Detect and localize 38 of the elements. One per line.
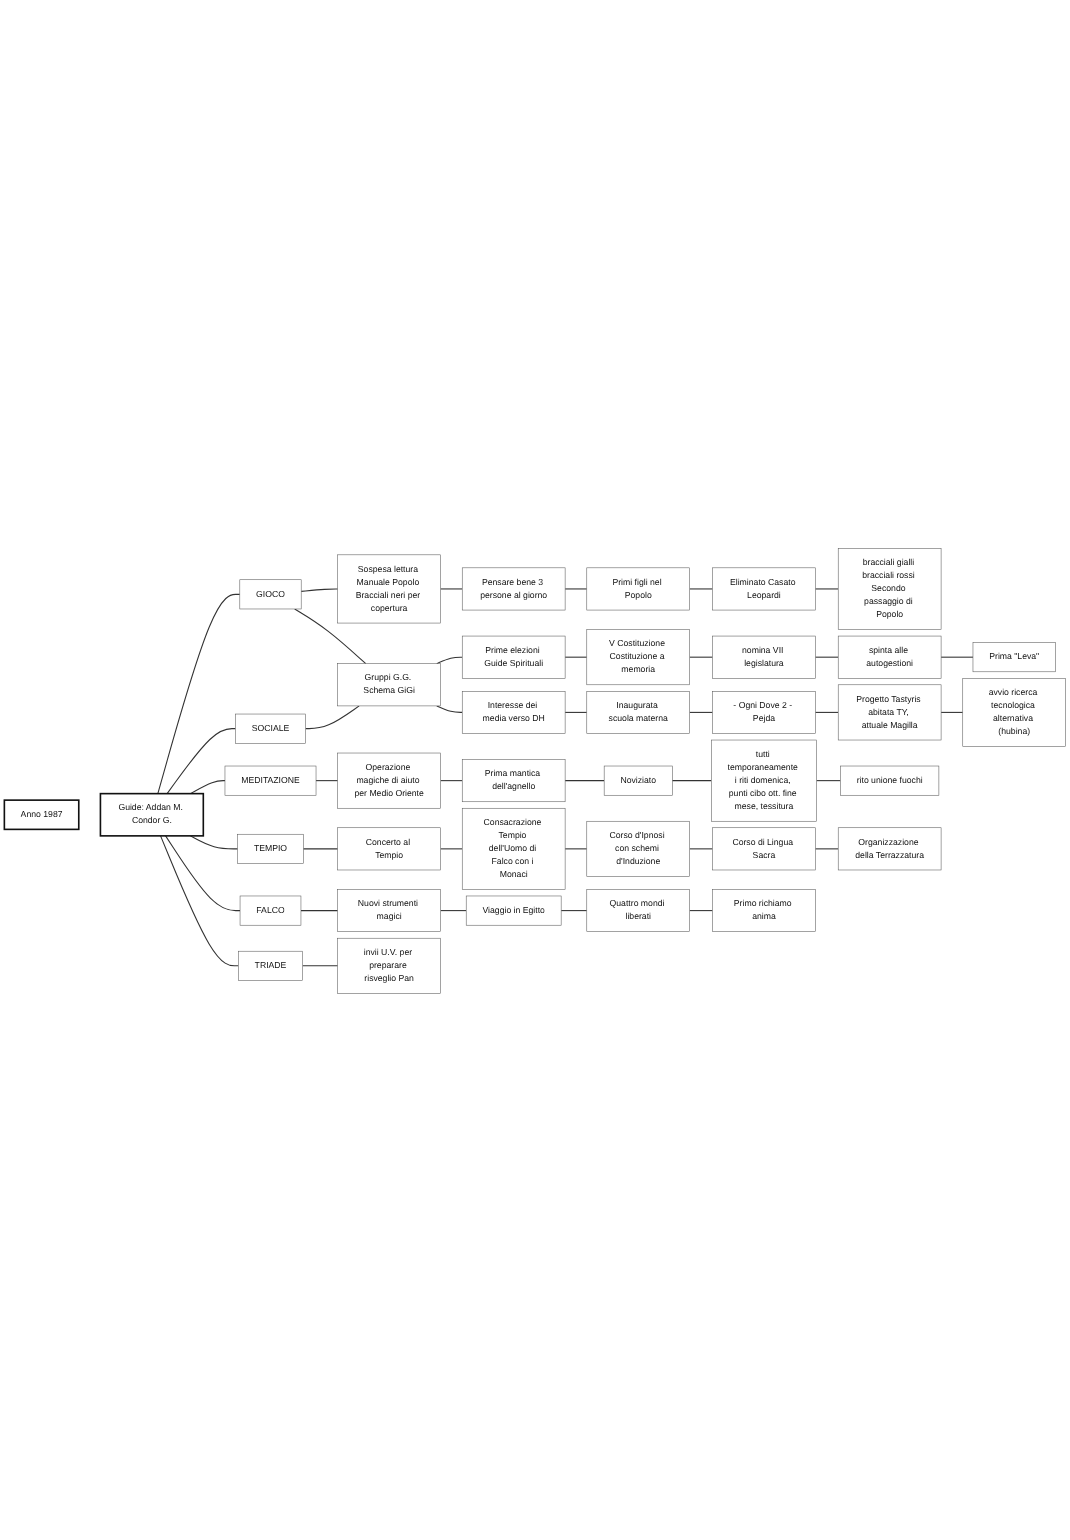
connector [440,847,463,849]
connector [302,964,339,966]
connector [440,779,463,781]
connector [564,710,588,713]
connector [564,847,588,849]
connector [560,909,588,911]
connector [814,587,839,589]
connector [157,592,241,794]
connector [166,727,236,794]
connector [189,779,226,794]
connector [689,909,714,911]
connector [814,655,839,657]
connector [689,847,714,849]
connector [300,909,339,911]
connector [564,779,605,781]
connector [689,587,714,589]
connector [689,710,714,713]
connector [440,587,463,589]
connector [564,587,588,589]
connector [814,847,839,849]
connector [564,655,588,657]
connector [304,704,360,729]
connector [689,655,714,657]
connector [294,607,367,664]
connector [436,655,463,664]
connector [671,779,712,781]
connector [940,655,974,657]
connector [440,909,467,911]
connector [814,710,839,713]
connector [300,587,339,592]
connector [816,779,841,781]
connector [160,834,239,966]
connector [165,834,241,911]
connector [189,834,239,849]
connector [940,710,964,713]
connector [315,779,339,781]
connector [302,847,339,849]
connector [436,704,463,713]
